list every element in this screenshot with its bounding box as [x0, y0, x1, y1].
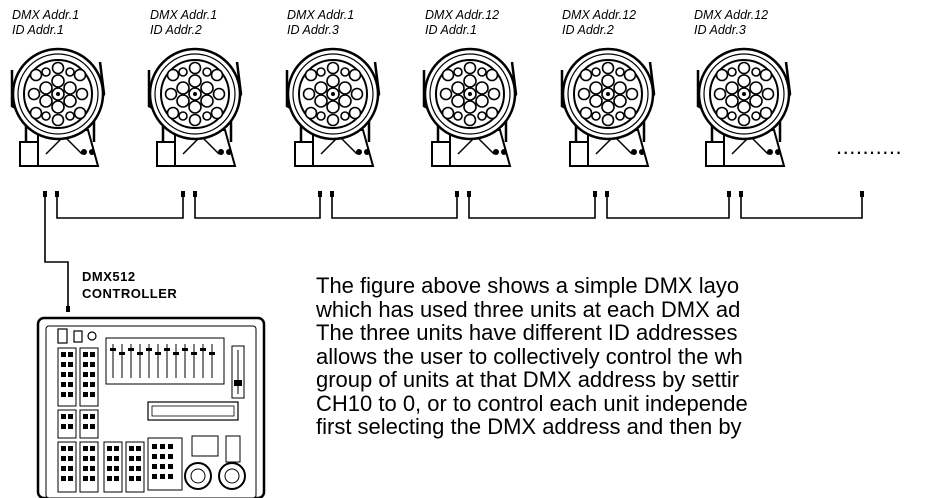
- id-address-label: ID Addr.2: [150, 23, 202, 37]
- description-line: first selecting the DMX address and then…: [316, 414, 742, 439]
- id-address-label: ID Addr.3: [287, 23, 339, 37]
- par-light-icon: [560, 47, 656, 168]
- par-light-icon: [696, 47, 792, 168]
- id-address-label: ID Addr.2: [562, 23, 614, 37]
- fixture-label-6: DMX Addr.12 ID Addr.3: [694, 8, 768, 38]
- description-line: The figure above shows a simple DMX layo: [316, 274, 740, 298]
- description-line: group of units at that DMX address by se…: [316, 367, 740, 392]
- par-light-icon: [10, 47, 106, 168]
- dmx-controller-icon: [36, 316, 266, 498]
- dmx-address-label: DMX Addr.12: [694, 8, 769, 22]
- dmx-address-label: DMX Addr.1: [287, 8, 355, 22]
- controller-title-line1: DMX512: [82, 269, 136, 284]
- description-line: The three units have different ID addres…: [316, 320, 738, 345]
- fixture-label-5: DMX Addr.12 ID Addr.2: [562, 8, 636, 38]
- id-address-label: ID Addr.1: [12, 23, 64, 37]
- dmx-connector-group: [43, 191, 864, 312]
- dmx-cable-chain: [44, 197, 863, 306]
- fixture-label-4: DMX Addr.12 ID Addr.1: [425, 8, 499, 38]
- par-light-icon: [147, 47, 243, 168]
- id-address-label: ID Addr.1: [425, 23, 477, 37]
- description-text: The figure above shows a simple DMX layo…: [316, 274, 925, 498]
- description-line: CH10 to 0, or to control each unit indep…: [316, 390, 748, 416]
- controller-title: DMX512 CONTROLLER: [82, 268, 177, 302]
- dmx-address-label: DMX Addr.12: [562, 8, 637, 22]
- description-line: which has used three units at each DMX a…: [316, 296, 741, 322]
- fixture-label-1: DMX Addr.1 ID Addr.1: [12, 8, 79, 38]
- fixture-label-2: DMX Addr.1 ID Addr.2: [150, 8, 217, 38]
- controller-title-line2: CONTROLLER: [82, 286, 178, 301]
- par-light-icon: [422, 47, 518, 168]
- dmx-address-label: DMX Addr.12: [425, 8, 500, 22]
- dmx-address-label: DMX Addr.1: [150, 8, 218, 22]
- par-light-icon: [285, 47, 381, 168]
- fixture-label-3: DMX Addr.1 ID Addr.3: [287, 8, 354, 38]
- description-line: allows the user to collectively control …: [316, 343, 743, 369]
- continuation-dots: ..........: [836, 134, 903, 159]
- dmx-address-label: DMX Addr.1: [12, 8, 80, 22]
- id-address-label: ID Addr.3: [694, 23, 746, 37]
